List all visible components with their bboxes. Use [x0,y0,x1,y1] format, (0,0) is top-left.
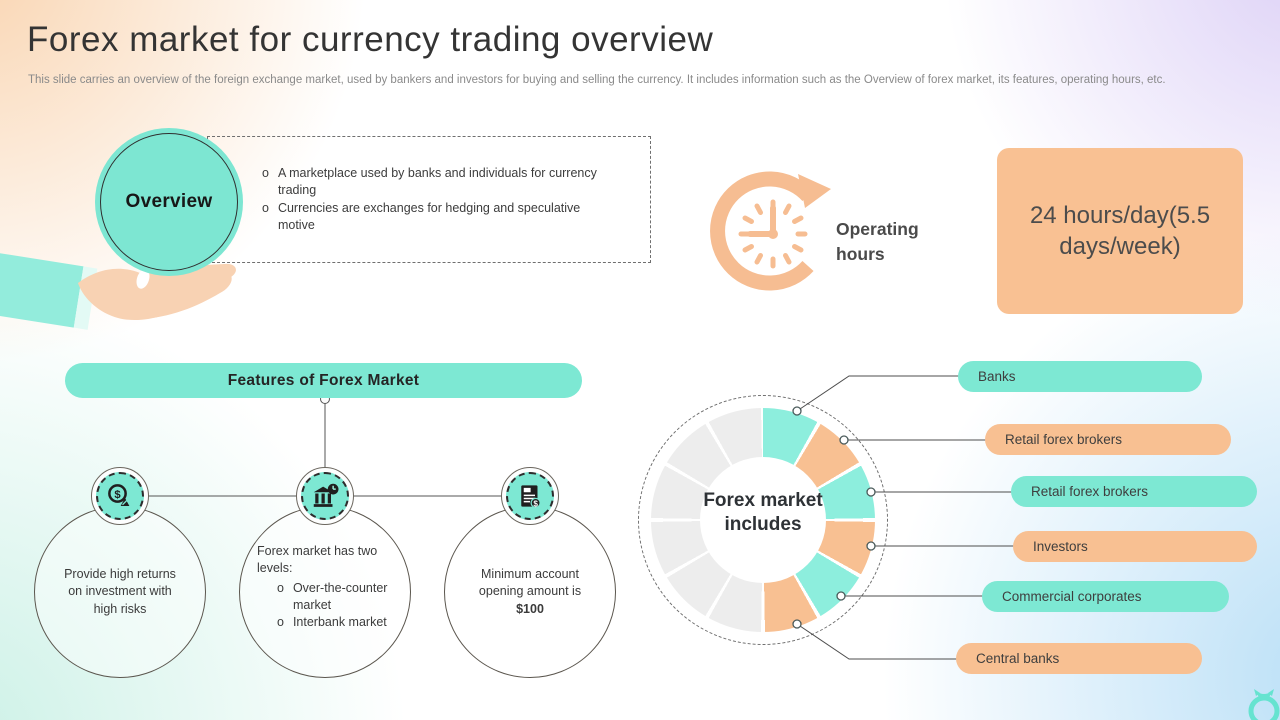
market-label-pill-central-banks: Central banks [956,643,1202,674]
donut-dashed-ring [638,395,888,645]
market-label-pill-banks: Banks [958,361,1202,392]
bullet-marker: o [262,200,269,215]
page-title: Forex market for currency trading overvi… [27,20,714,59]
feature-2-bullet-1: o Over-the-counter market [277,580,399,615]
bullet-marker: o [277,615,284,629]
feature-circle-2: Forex market has two levels: o Over-the-… [239,506,411,678]
money-bag-icon [1248,689,1280,720]
overview-circle: Overview [95,128,243,276]
feature-circle-1: Provide high returns on investment with … [34,506,206,678]
hand-illustration [0,249,236,330]
feature-icon-circle-1: $ [91,467,149,525]
clock-arrow-icon [710,171,831,291]
bank-levels-icon [301,472,349,520]
feature-3-text: Minimum account opening amount is $100 [478,567,582,616]
features-title: Features of Forex Market [227,371,420,389]
feature-2-text: Forex market has two levels: o Over-the-… [257,543,399,631]
feature-2-bullet-2: o Interbank market [277,614,399,631]
bullet-marker: o [277,580,284,595]
svg-text:$: $ [533,499,538,508]
overview-inner-ring [100,133,238,271]
feature-3-amount: $100 [516,601,544,616]
operating-hours-label: Operating hours [836,219,919,265]
coin-risk-icon: $ [96,472,144,520]
donut-center-label: Forex market includes [703,490,823,535]
overview-bullets-box: o A marketplace used by banks and indivi… [207,136,651,263]
market-label-pill-commercial-corporates: Commercial corporates [982,581,1229,612]
operating-hours-value-box: 24 hours/day(5.5 days/week) [997,148,1243,314]
operating-hours-value: 24 hours/day(5.5 days/week) [1029,201,1211,260]
feature-icon-circle-3: $ [501,467,559,525]
features-title-pill: Features of Forex Market [65,363,582,398]
invoice-dollar-icon: $ [506,472,554,520]
svg-text:$: $ [114,489,121,501]
overview-bullet-2: o Currencies are exchanges for hedging a… [262,200,632,235]
feature-1-text: Provide high returns on investment with … [64,567,176,616]
bullet-marker: o [262,166,269,180]
feature-circle-3: Minimum account opening amount is $100 [444,506,616,678]
feature-2-bullets: o Over-the-counter market o Interbank ma… [277,580,399,632]
feature-2-intro: Forex market has two levels: [257,544,378,576]
market-label-pill-investors: Investors [1013,531,1257,562]
page-subtitle: This slide carries an overview of the fo… [28,74,1166,86]
overview-bullet-1: o A marketplace used by banks and indivi… [262,165,632,200]
donut-hole [700,457,826,583]
market-label-pill-retail-brokers-2: Retail forex brokers [1011,476,1257,507]
market-label-pill-retail-brokers-1: Retail forex brokers [985,424,1231,455]
feature-icon-circle-2 [296,467,354,525]
